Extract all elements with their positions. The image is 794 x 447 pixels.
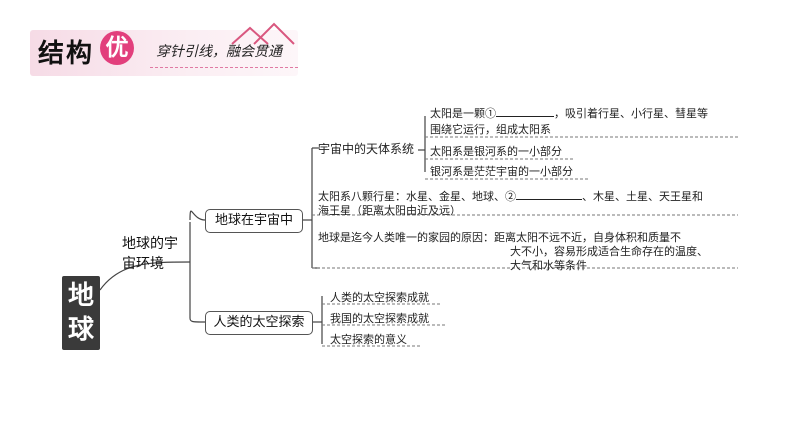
planets-line-1-b: 、木星、土星、天王星和	[582, 190, 703, 203]
planets-line-1-a: 太阳系八颗行星：水星、金星、地球、②	[318, 190, 516, 203]
planets-line-1: 太阳系八颗行星：水星、金星、地球、② 、木星、土星、天王星和	[318, 189, 703, 204]
solar-in-milky-way: 太阳系是银河系的一小部分	[430, 145, 562, 158]
branch-label: 地球的宇 宙环境	[122, 234, 178, 274]
sun-line-1: 太阳是一颗① ，吸引着行星、小行星、彗星等	[430, 106, 708, 121]
sun-line-1-b: ，吸引着行星、小行星、彗星等	[554, 107, 708, 120]
branch-label-line2: 宙环境	[122, 256, 164, 272]
blank-1[interactable]	[496, 106, 554, 117]
space-item-2: 我国的太空探索成就	[330, 312, 429, 325]
header-banner	[30, 30, 298, 76]
space-item-1: 人类的太空探索成就	[330, 291, 429, 304]
sun-line-1-a: 太阳是一颗①	[430, 107, 496, 120]
space-item-3: 太空探索的意义	[330, 333, 407, 346]
root-char-2: 球	[67, 315, 94, 345]
home-line-3: 大气和水等条件	[510, 259, 587, 272]
planets-line-2: 海王星（距离太阳由近及远）	[318, 204, 461, 217]
root-char-1: 地	[67, 281, 94, 311]
branch-label-line1: 地球的宇	[122, 236, 178, 252]
header-badge: 优	[100, 31, 134, 65]
header-subtitle: 穿针引线，融会贯通	[156, 44, 282, 60]
node-human-space-exploration: 人类的太空探索	[205, 311, 313, 335]
sun-line-2: 围绕它运行，组成太阳系	[430, 123, 551, 136]
universe-systems-label: 宇宙中的天体系统	[318, 142, 415, 156]
blank-2[interactable]	[516, 189, 582, 200]
header-title: 结构	[38, 39, 95, 69]
home-line-1: 地球是迄今人类唯一的家园的原因：距离太阳不远不近，自身体积和质量不	[318, 231, 681, 244]
root-earth: 地 球	[62, 276, 100, 350]
roof-decoration-icon	[231, 22, 295, 45]
home-line-2: 大不小，容易形成适合生命存在的温度、	[510, 245, 708, 258]
node-earth-in-universe: 地球在宇宙中	[205, 209, 303, 233]
milky-way-in-universe: 银河系是茫茫宇宙的一小部分	[430, 165, 573, 178]
header-divider	[150, 67, 298, 68]
